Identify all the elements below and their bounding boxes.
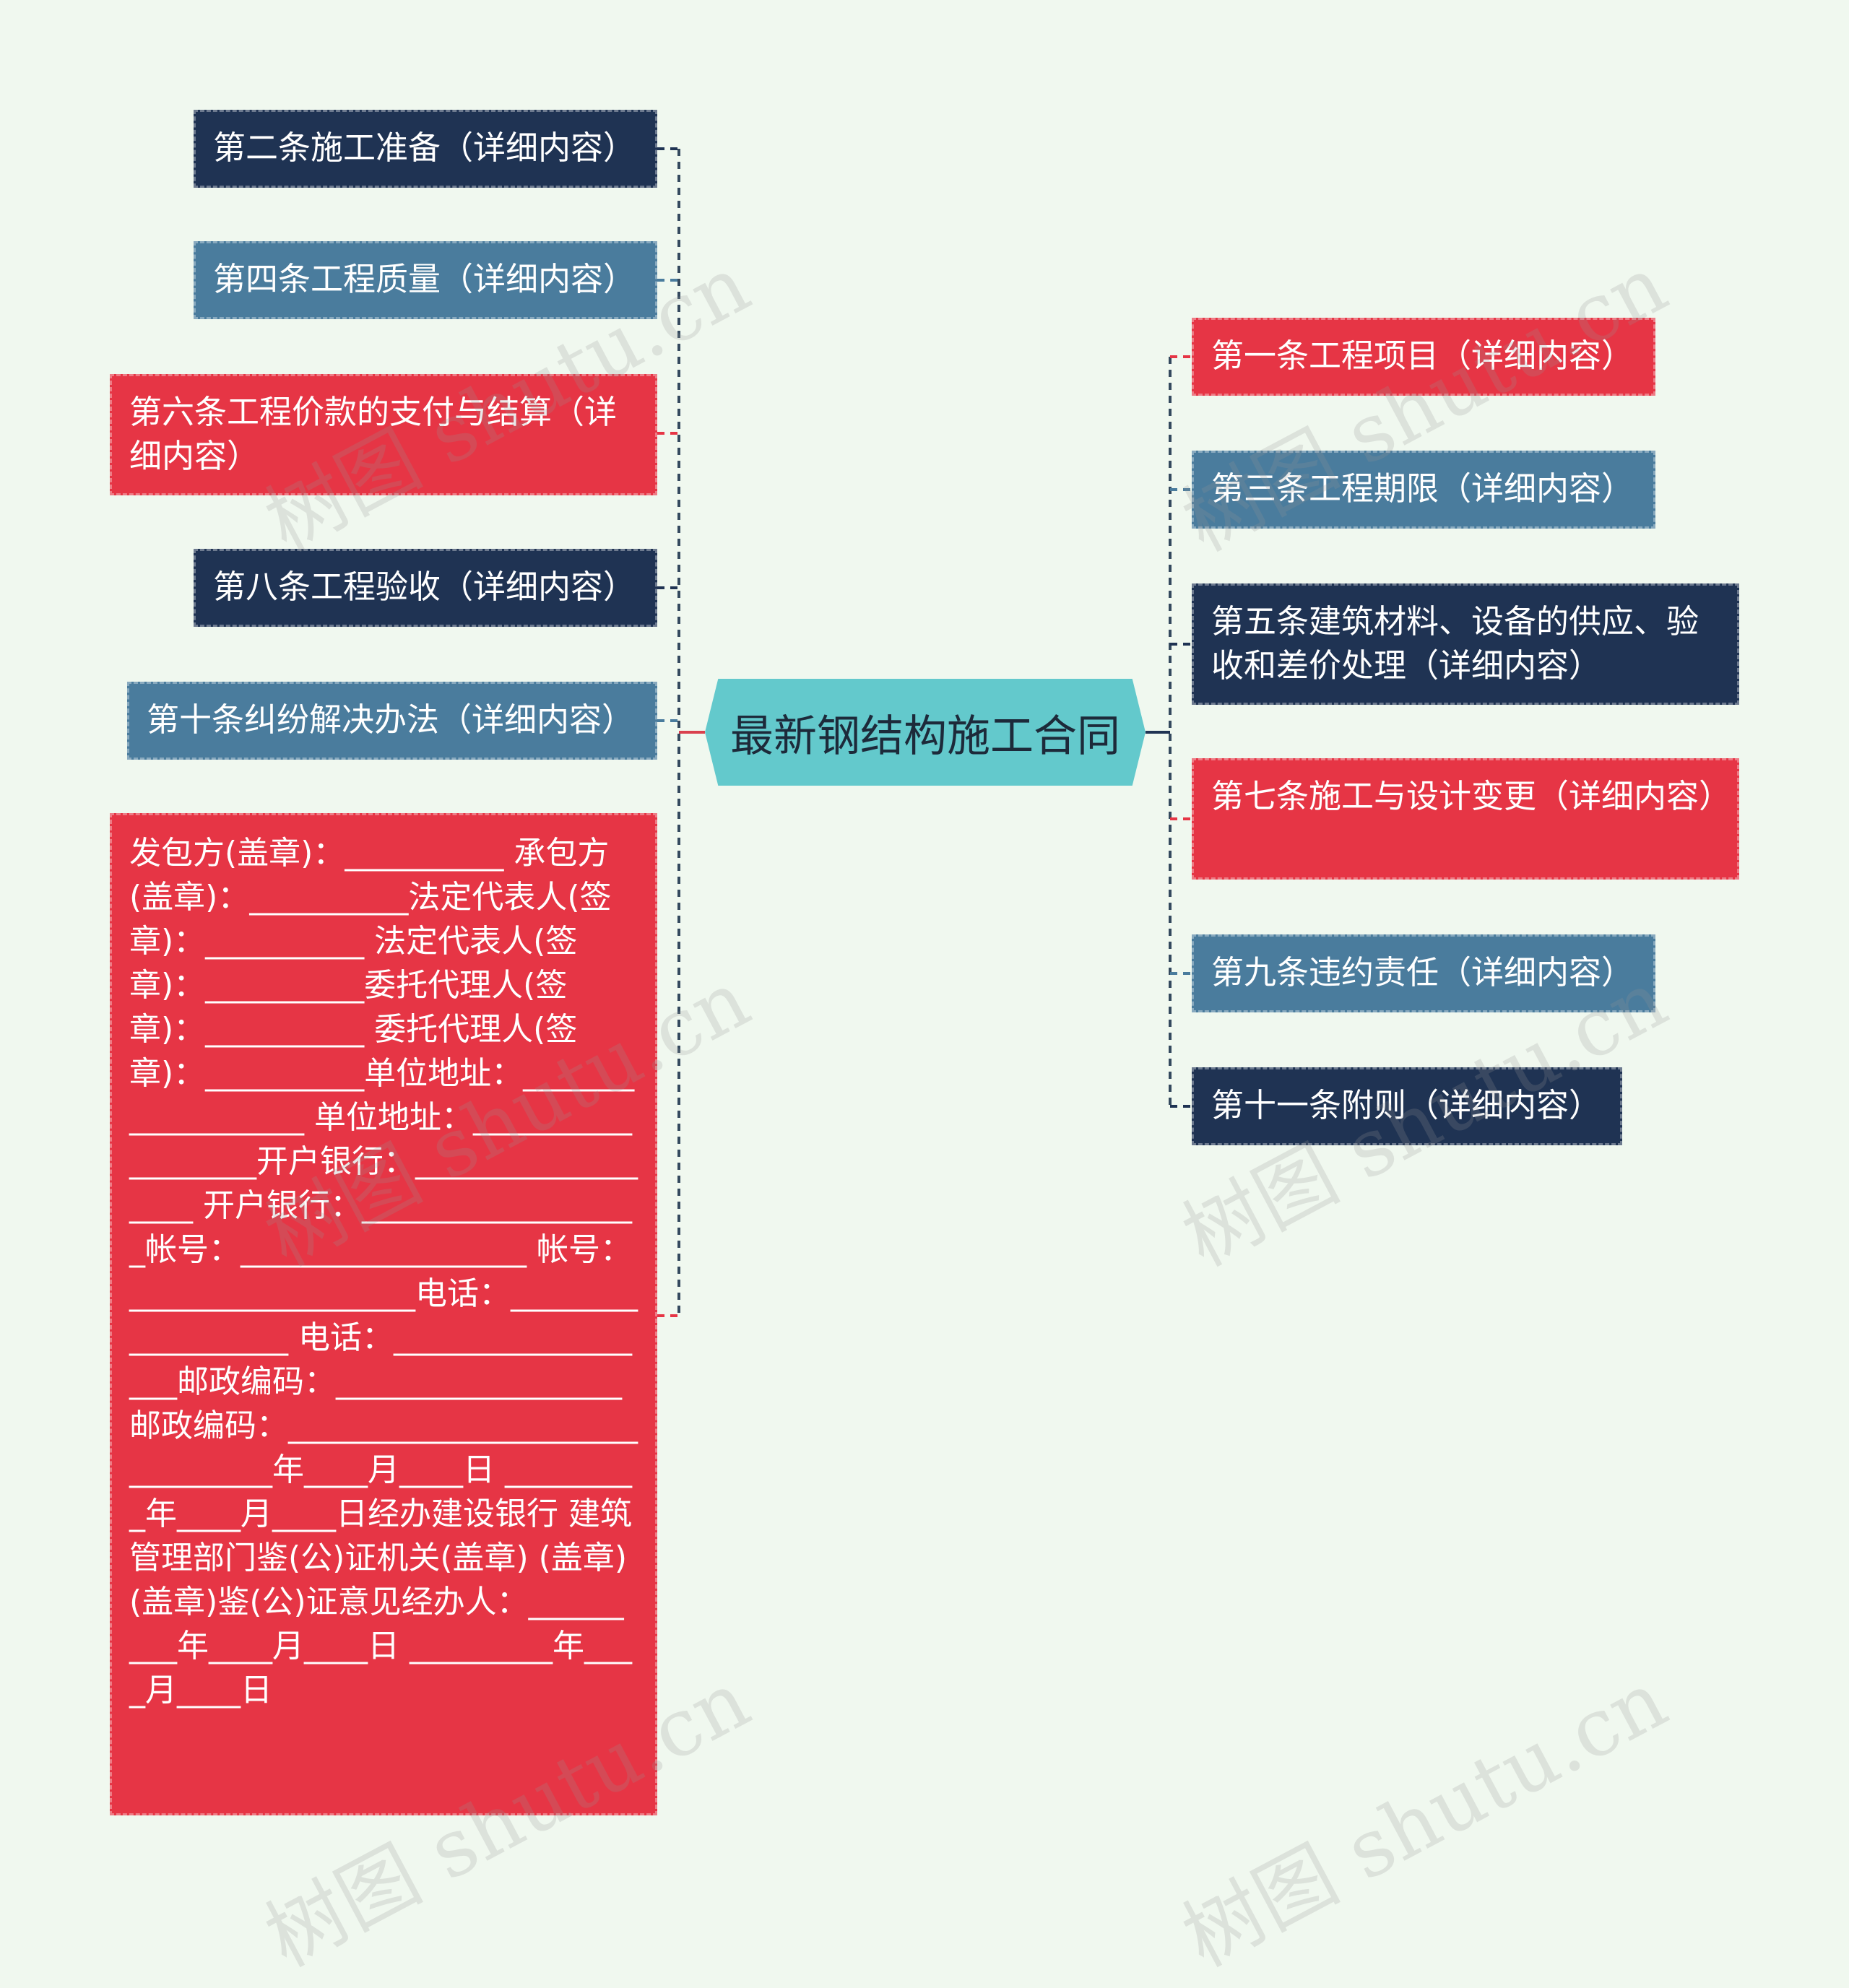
node-label: 第七条施工与设计变更（详细内容）	[1211, 777, 1732, 815]
node-article-3[interactable]: 第三条工程期限（详细内容）	[1192, 451, 1655, 529]
node-label: 第八条工程验收（详细内容）	[213, 568, 636, 606]
mind-map: 最新钢结构施工合同 第二条施工准备（详细内容） 第四条工程质量（详细内容） 第六…	[110, 110, 1739, 1984]
node-article-9[interactable]: 第九条违约责任（详细内容）	[1192, 934, 1655, 1012]
node-label: 发包方(盖章)：__________ 承包方(盖章)：__________法定代…	[129, 835, 638, 1709]
node-label: 第四条工程质量（详细内容）	[213, 260, 636, 298]
node-article-4[interactable]: 第四条工程质量（详细内容）	[194, 241, 657, 319]
connector-lines	[657, 147, 1192, 1317]
node-article-10[interactable]: 第十条纠纷解决办法（详细内容）	[127, 682, 657, 760]
node-article-7[interactable]: 第七条施工与设计变更（详细内容）	[1192, 758, 1739, 880]
node-label: 第十条纠纷解决办法（详细内容）	[147, 700, 635, 739]
root-label: 最新钢结构施工合同	[730, 711, 1120, 762]
node-label: 第六条工程价款的支付与结算（详细内容）	[129, 393, 618, 475]
node-article-11[interactable]: 第十一条附则（详细内容）	[1192, 1067, 1622, 1145]
node-label: 第五条建筑材料、设备的供应、验收和差价处理（详细内容）	[1211, 602, 1699, 685]
node-article-5[interactable]: 第五条建筑材料、设备的供应、验收和差价处理（详细内容）	[1192, 583, 1739, 705]
node-article-8[interactable]: 第八条工程验收（详细内容）	[194, 549, 657, 627]
root-node[interactable]: 最新钢结构施工合同	[705, 679, 1146, 786]
node-article-6[interactable]: 第六条工程价款的支付与结算（详细内容）	[110, 374, 657, 495]
node-article-1[interactable]: 第一条工程项目（详细内容）	[1192, 318, 1655, 396]
node-label: 第三条工程期限（详细内容）	[1211, 469, 1634, 508]
node-label: 第十一条附则（详细内容）	[1211, 1086, 1602, 1124]
node-label: 第一条工程项目（详细内容）	[1211, 337, 1634, 375]
node-article-2[interactable]: 第二条施工准备（详细内容）	[194, 110, 657, 188]
node-label: 第二条施工准备（详细内容）	[213, 129, 636, 167]
node-contract-signatures[interactable]: 发包方(盖章)：__________ 承包方(盖章)：__________法定代…	[110, 813, 657, 1815]
node-label: 第九条违约责任（详细内容）	[1211, 953, 1634, 991]
